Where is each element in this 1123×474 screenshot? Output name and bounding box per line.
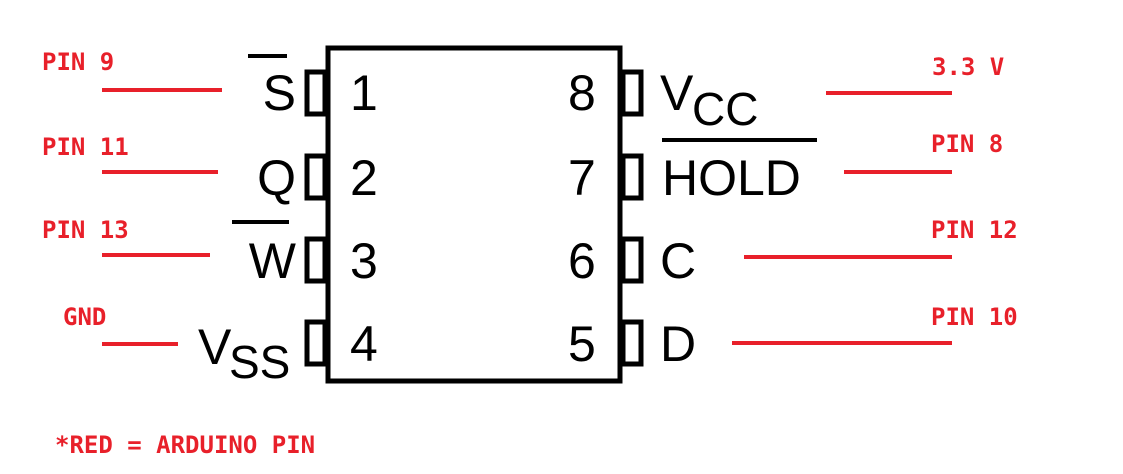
pin-stub-6 [620, 236, 644, 284]
pin-stub-1 [304, 69, 328, 117]
pin-name-hold: HOLD [662, 150, 801, 206]
arduino-label-pin-12: PIN 12 [931, 216, 1018, 244]
pin-stub-3 [304, 236, 328, 284]
pin-name-q: Q [257, 150, 296, 206]
arduino-label-pin-13: PIN 13 [42, 216, 129, 244]
pin-stub-7 [620, 153, 644, 201]
arduino-label-pin-10: PIN 10 [931, 303, 1018, 331]
pin-number-6: 6 [568, 233, 596, 289]
pin-stub-8 [620, 69, 644, 117]
pin-name-c: C [660, 233, 696, 289]
pin-stub-5 [620, 319, 644, 367]
pin-number-7: 7 [568, 150, 596, 206]
pin-number-8: 8 [568, 65, 596, 121]
pin-name-s: S [263, 65, 296, 121]
arduino-label-pin-11: PIN 11 [42, 133, 129, 161]
pin-number-2: 2 [350, 150, 378, 206]
pin-name-d: D [660, 316, 696, 372]
pin-name-vcc-sub: CC [692, 83, 758, 135]
pin-number-3: 3 [350, 233, 378, 289]
pin-name-vss-v: V [198, 319, 232, 375]
pin-name-w: W [249, 233, 297, 289]
pin-stub-4 [304, 319, 328, 367]
pin-number-4: 4 [350, 316, 378, 372]
pin-stub-2 [304, 153, 328, 201]
chip-body [325, 45, 623, 384]
pin-name-vss-sub: SS [229, 336, 290, 388]
pin-number-5: 5 [568, 316, 596, 372]
pin-number-1: 1 [350, 65, 378, 121]
arduino-label-3v3: 3.3 V [932, 53, 1004, 81]
arduino-label-pin-9: PIN 9 [42, 48, 114, 76]
legend-note: *RED = ARDUINO PIN [55, 431, 315, 459]
pin-name-vcc-v: V [660, 65, 694, 121]
arduino-label-pin-8: PIN 8 [931, 130, 1003, 158]
arduino-label-gnd: GND [63, 303, 106, 331]
